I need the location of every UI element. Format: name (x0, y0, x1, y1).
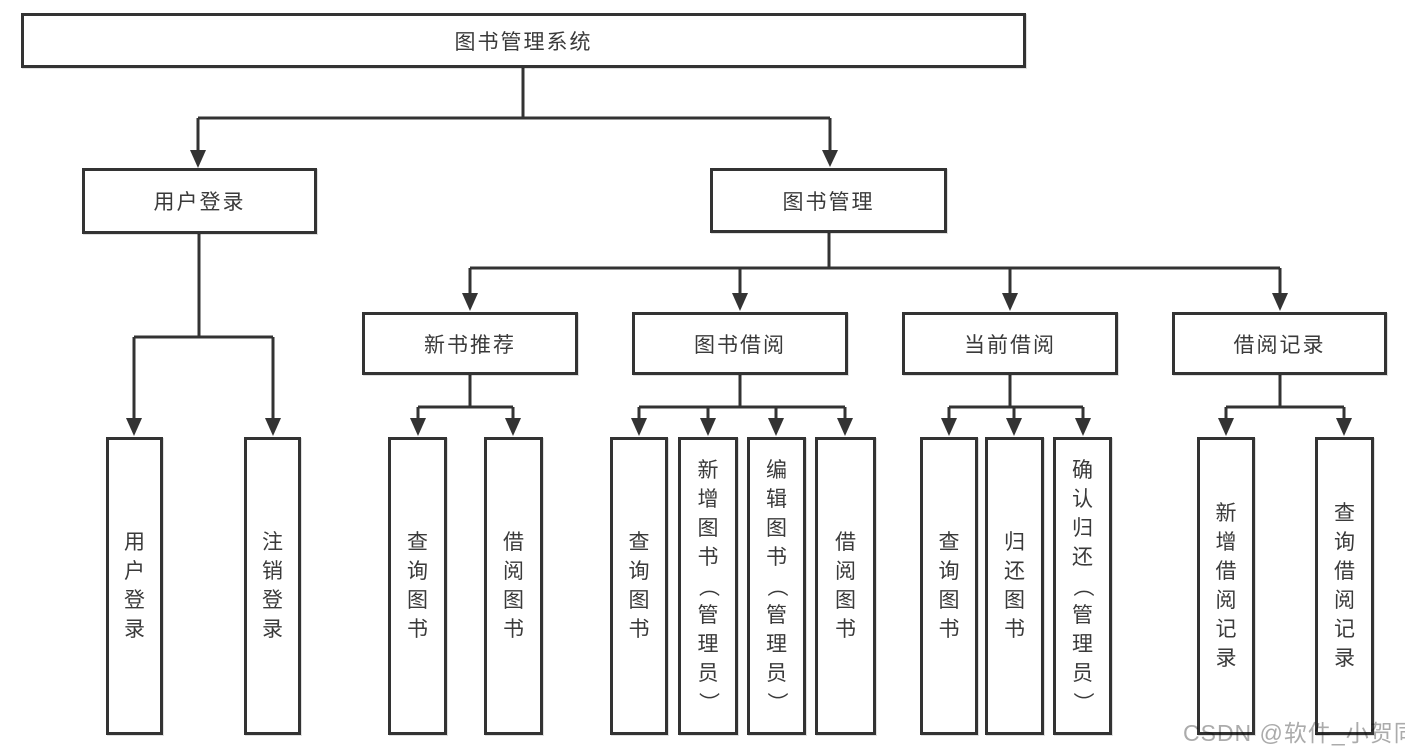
node-book-borrow: 图书借阅 (632, 312, 848, 375)
leaf-edit-books-admin: 编辑图书（管理员） (747, 437, 806, 735)
node-root-library-system: 图书管理系统 (21, 13, 1026, 68)
node-current-borrow: 当前借阅 (902, 312, 1118, 375)
leaf-query-borrow-record: 查询借阅记录 (1315, 437, 1374, 735)
node-book-management: 图书管理 (710, 168, 947, 233)
leaf-user-login: 用户登录 (106, 437, 163, 735)
leaf-confirm-return-admin: 确认归还（管理员） (1053, 437, 1112, 735)
leaf-add-books-admin: 新增图书（管理员） (678, 437, 738, 735)
leaf-borrow-books-recommend: 借阅图书 (484, 437, 543, 735)
leaf-return-books: 归还图书 (985, 437, 1044, 735)
node-user-login: 用户登录 (82, 168, 317, 234)
node-borrow-records: 借阅记录 (1172, 312, 1387, 375)
leaf-borrow-books: 借阅图书 (815, 437, 876, 735)
leaf-logout: 注销登录 (244, 437, 301, 735)
node-new-book-recommend: 新书推荐 (362, 312, 578, 375)
leaf-query-books-current: 查询图书 (920, 437, 978, 735)
csdn-watermark: CSDN @软件_小贺同学 (1183, 720, 1405, 746)
leaf-query-books-recommend: 查询图书 (388, 437, 447, 735)
leaf-query-books-borrow: 查询图书 (610, 437, 668, 735)
leaf-add-borrow-record: 新增借阅记录 (1197, 437, 1255, 735)
